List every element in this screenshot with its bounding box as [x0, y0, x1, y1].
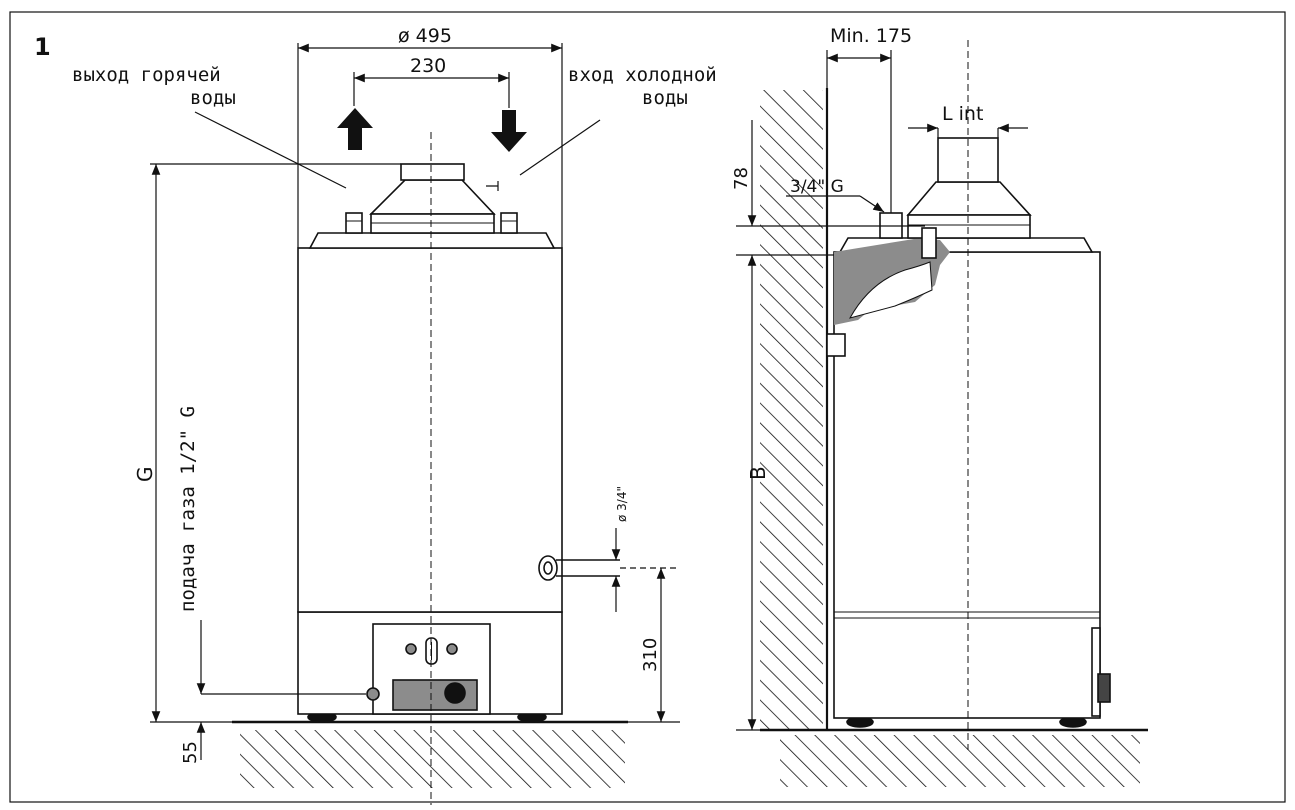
gas-inlet-fitting	[366, 687, 380, 701]
cold-water-arrow-icon	[491, 110, 527, 152]
cold-pipe-stub	[500, 212, 518, 234]
svg-text:вход холодной: вход холодной	[568, 64, 717, 86]
wall-bracket	[826, 333, 846, 357]
dim-diameter-495: ø 495	[398, 25, 452, 47]
side-view	[760, 88, 1148, 787]
dim-base-55: 55	[180, 741, 201, 764]
front-body	[297, 247, 563, 613]
cold-water-label: вход холодной воды	[568, 64, 717, 109]
dim-min-clearance-175: Min. 175	[830, 25, 912, 47]
svg-text:выход горячей: выход горячей	[72, 64, 221, 86]
dim-relief-height-310: 310	[640, 638, 661, 672]
svg-text:воды: воды	[190, 87, 236, 109]
front-flue-hood	[369, 179, 496, 215]
front-dimensions	[150, 43, 680, 760]
figure-frame	[9, 11, 1286, 803]
svg-text:воды: воды	[642, 87, 688, 109]
figure-number: 1	[34, 33, 51, 61]
relief-valve-fitting	[538, 555, 558, 581]
front-view	[232, 163, 628, 788]
side-pipe-thread-label: 3/4" G	[790, 177, 844, 197]
dim-flue-L-int: L int	[942, 103, 983, 125]
front-top-cap	[308, 232, 556, 249]
dim-height-G: G	[133, 467, 157, 483]
front-floor-hatch	[240, 730, 625, 788]
wall-hatch	[760, 90, 824, 730]
dim-relief-diameter: ø 3/4"	[615, 486, 629, 522]
side-body	[833, 251, 1101, 719]
gas-supply-label: подача газа 1/2" G	[177, 406, 199, 612]
side-dimensions	[736, 50, 1028, 731]
dim-pipe-spacing-230: 230	[410, 55, 446, 77]
hot-water-label: выход горячей воды	[72, 64, 236, 109]
dim-side-78: 78	[731, 167, 752, 190]
hot-pipe-stub	[345, 212, 363, 234]
hot-water-arrow-icon	[337, 108, 373, 150]
dim-side-height-B: B	[746, 466, 770, 480]
side-control-knob	[1097, 673, 1111, 703]
side-floor-hatch	[780, 735, 1140, 787]
